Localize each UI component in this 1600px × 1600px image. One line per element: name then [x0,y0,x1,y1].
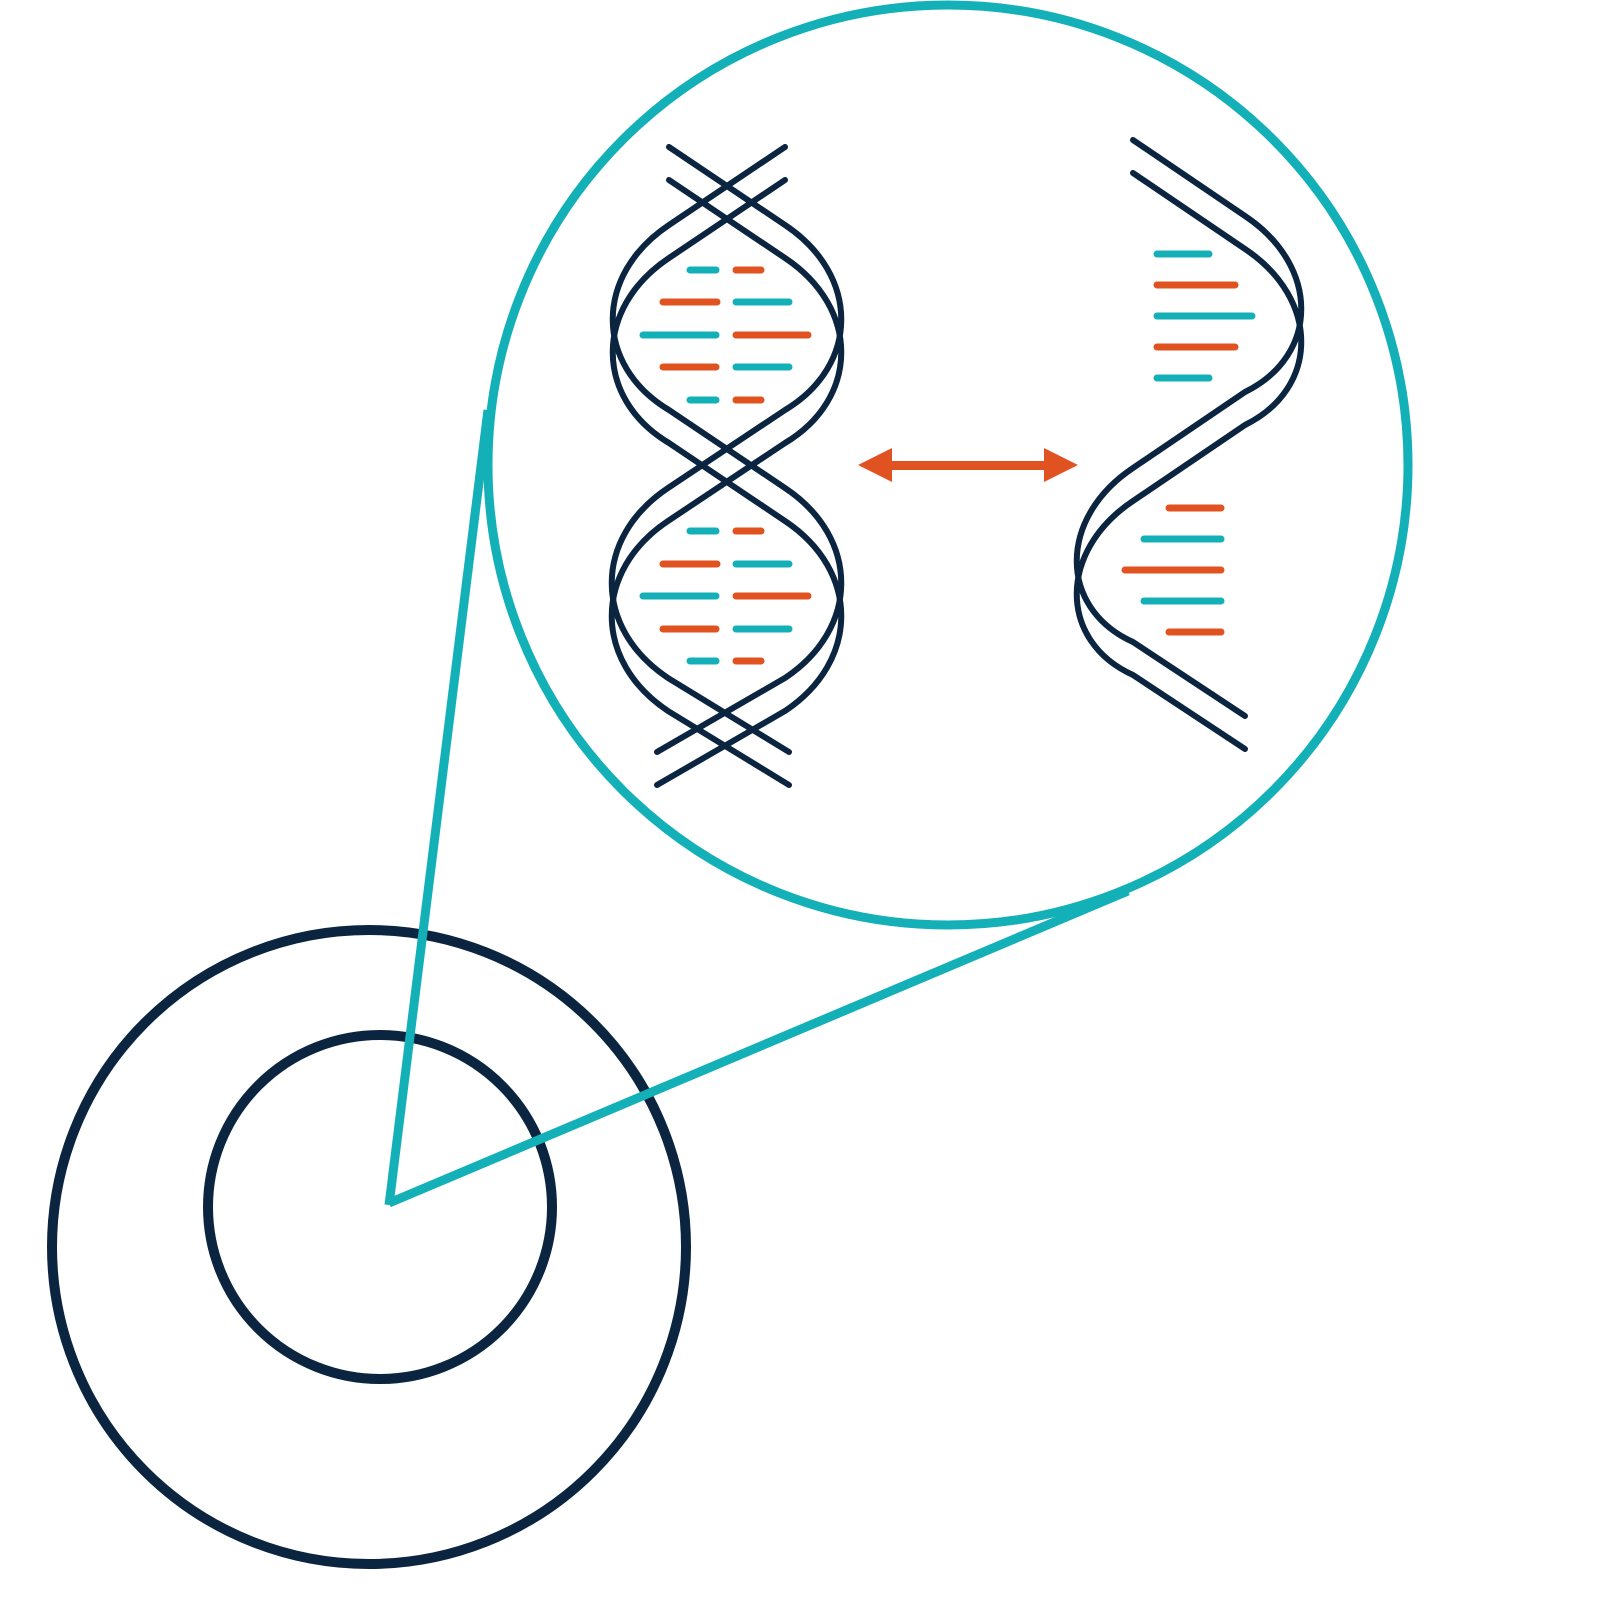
cell-nucleus-circle [203,1030,557,1384]
cell-outer-circle [47,925,691,1569]
base-pairs-left [639,266,812,665]
unwound-helix [1073,137,1305,752]
magnification-lines [384,409,1130,1208]
double-helix [608,144,845,788]
bases-right [1121,250,1256,636]
double-arrow-icon [858,448,1078,482]
